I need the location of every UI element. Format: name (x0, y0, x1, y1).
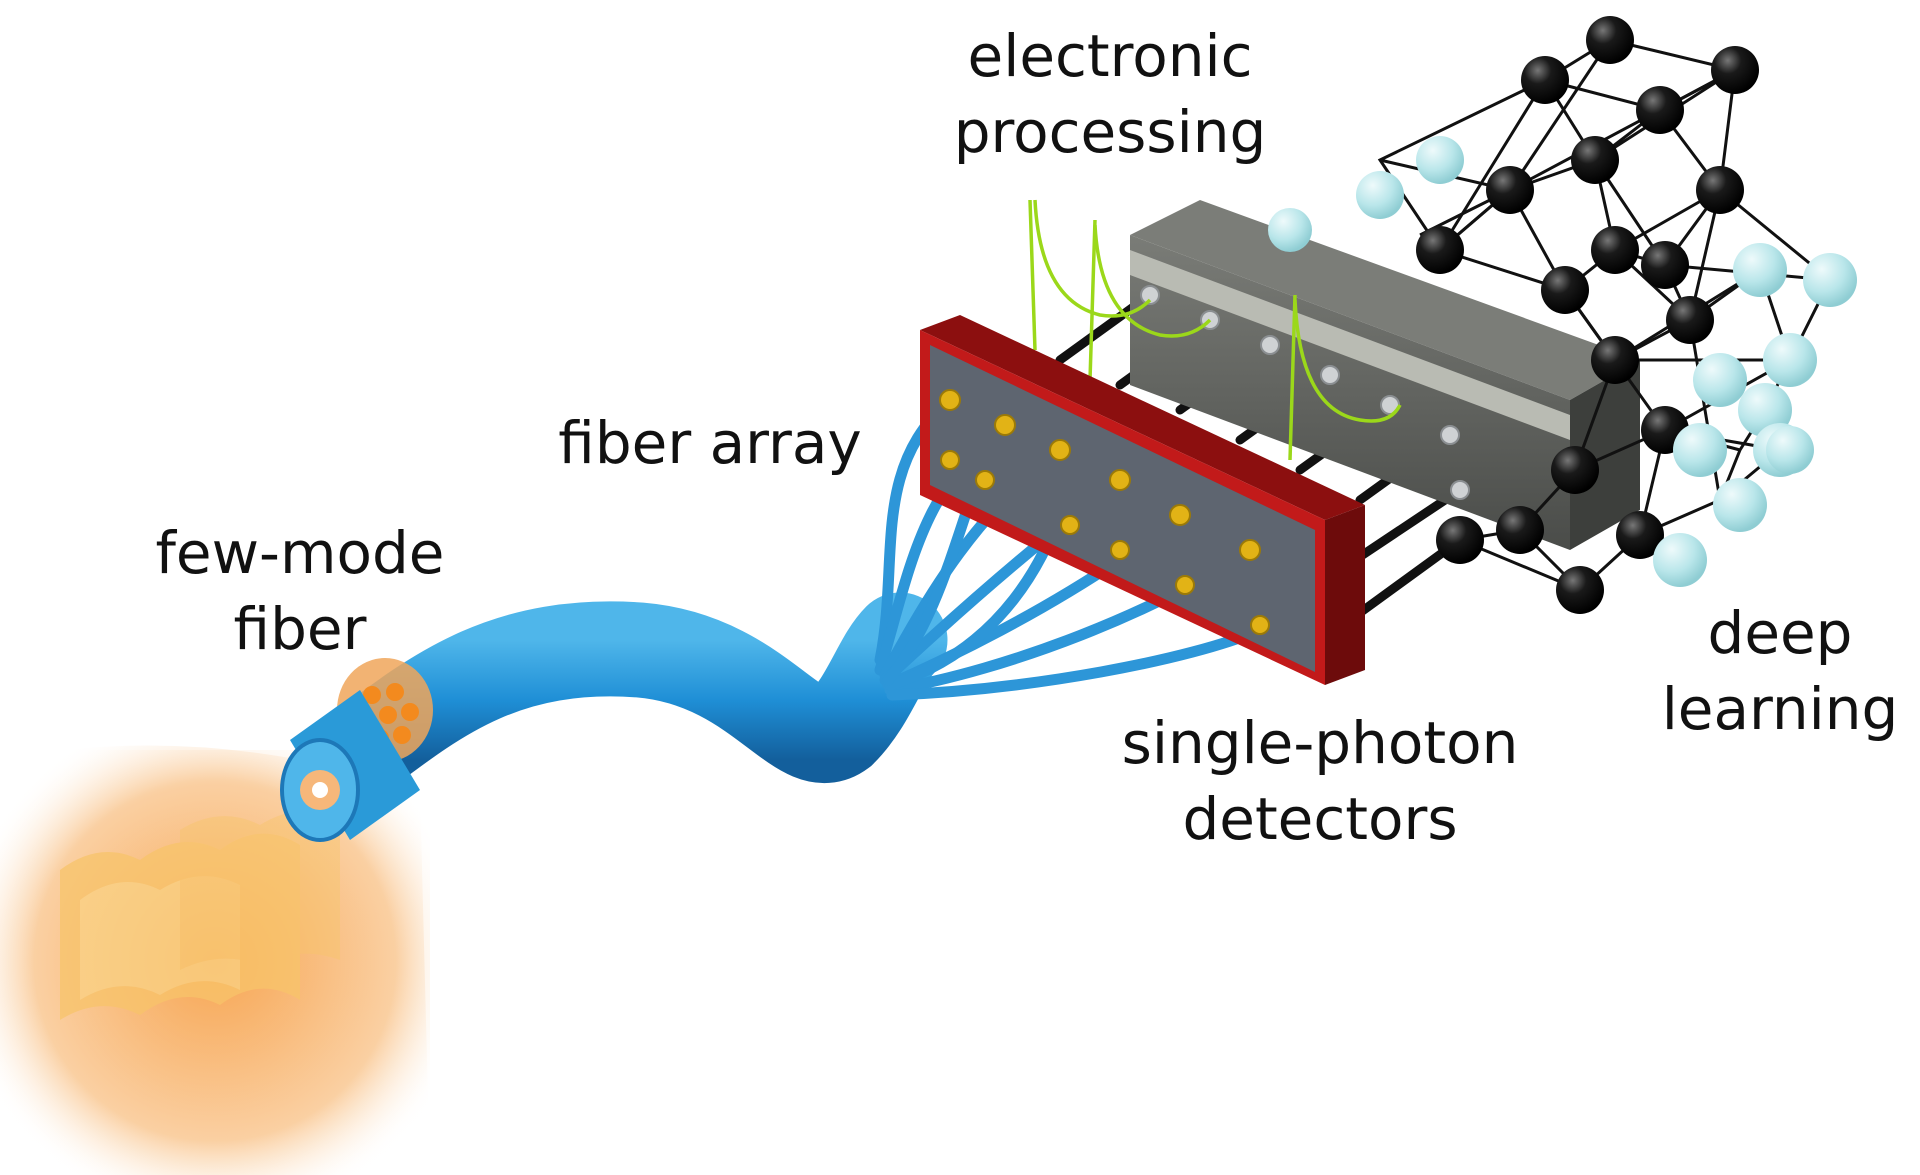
detector-connectors (939, 389, 1270, 635)
neural-network (1268, 16, 1857, 614)
label-deep-learning: deep learning (1650, 595, 1910, 747)
box-stripe (1130, 250, 1570, 440)
label-line: learning (1661, 675, 1899, 743)
label-line: single-photon (1121, 709, 1519, 777)
label-line: deep (1707, 599, 1853, 667)
electronics-box (1130, 200, 1640, 550)
label-fiber-array: fiber array (540, 405, 880, 481)
hidden-neurons (1416, 16, 1759, 614)
label-electronic-processing: electronic processing (930, 18, 1290, 170)
label-line: fiber (233, 595, 367, 663)
label-single-photon-detectors: single-photon detectors (1100, 705, 1540, 857)
label-line: fiber array (558, 409, 862, 477)
label-line: few-mode (155, 519, 445, 587)
label-line: electronic (967, 22, 1253, 90)
io-neurons (1268, 136, 1857, 587)
mode-pattern-wavefront (60, 811, 340, 1020)
label-line: processing (953, 98, 1267, 166)
label-few-mode-fiber: few-mode fiber (130, 515, 470, 667)
label-line: detectors (1182, 785, 1458, 853)
electronic-signals (1028, 199, 1402, 461)
few-mode-fiber (280, 592, 948, 842)
detector-plate (920, 315, 1365, 685)
